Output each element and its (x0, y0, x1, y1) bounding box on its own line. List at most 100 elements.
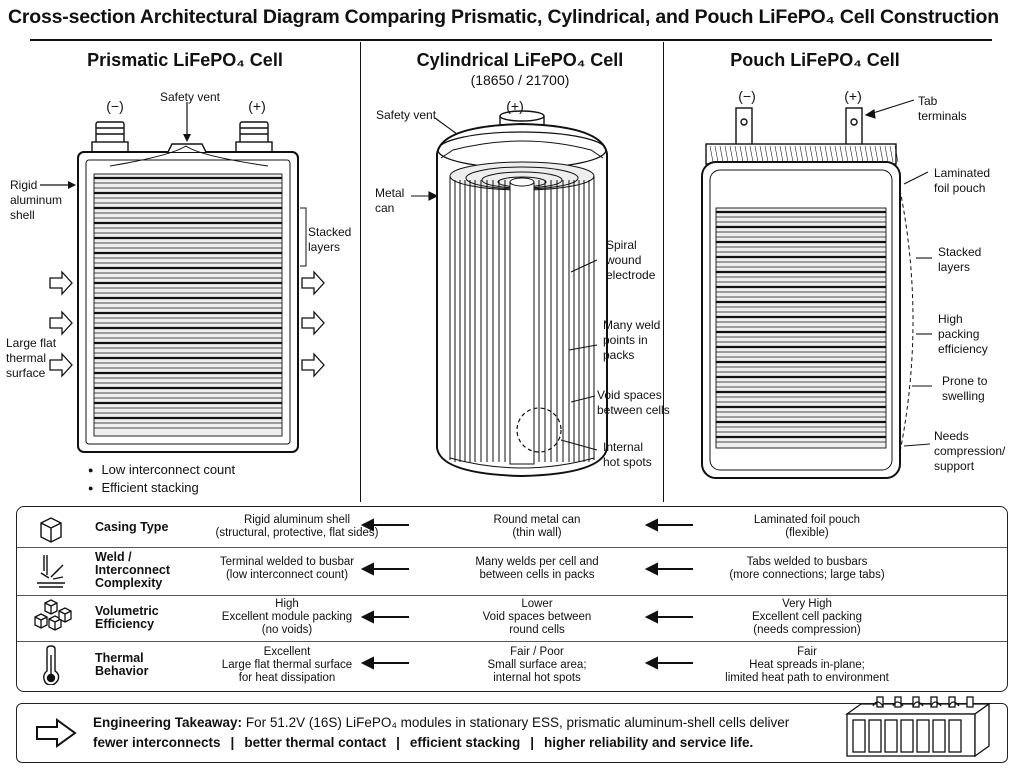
cylindrical-positive-label: (+) (506, 98, 524, 114)
cylindrical-spiral-label: Spiral wound electrode (606, 238, 656, 282)
seal-hatch (834, 145, 839, 163)
seal-hatch (864, 145, 869, 163)
prismatic-thermal-label: Large flat thermal surface (6, 336, 57, 380)
seal-hatch (844, 145, 849, 163)
seal-hatch (709, 145, 714, 163)
pouch-tab-label: Tab terminals (918, 94, 967, 123)
prismatic-stacked-layers (93, 173, 283, 437)
pouch-packing-label: High packing efficiency (938, 312, 988, 356)
seal-hatch (754, 145, 759, 163)
row-header: Volumetric Efficiency (95, 604, 159, 631)
pouch-stacked-layers (715, 207, 887, 449)
takeaway-point: fewer interconnects (93, 735, 221, 750)
battery-module-icon (844, 696, 992, 758)
seal-hatch (829, 145, 834, 163)
cell-prismatic: Excellent Large flat thermal surface for… (221, 646, 353, 684)
seal-hatch (804, 145, 809, 163)
heat-flow-arrows (49, 270, 325, 378)
cell-pouch: Fair Heat spreads in-plane; limited heat… (725, 646, 889, 684)
seal-hatch (764, 145, 769, 163)
seal-hatch (749, 145, 754, 163)
cell-cylindrical: Lower Void spaces between round cells (482, 598, 592, 636)
cylindrical-can-label: Metal can (375, 186, 405, 215)
table-row: Volumetric Efficiency High Excellent mod… (17, 595, 1007, 641)
pouch-swelling-outline (899, 189, 914, 453)
seal-hatch (859, 145, 864, 163)
takeaway-points: fewer interconnects|better thermal conta… (93, 735, 754, 750)
takeaway-point: higher reliability and service life. (543, 735, 754, 750)
thermometer-icon (43, 645, 60, 685)
pouch-stacked-label: Stacked layers (938, 245, 982, 274)
takeaway-point: better thermal contact (244, 735, 387, 750)
seal-hatch (759, 145, 764, 163)
seal-hatch (789, 145, 794, 163)
seal-hatch (819, 145, 824, 163)
prismatic-negative-label: (−) (106, 98, 124, 114)
pouch-panel-title: Pouch LiFePO₄ Cell (730, 50, 900, 70)
seal-hatch (839, 145, 844, 163)
seal-hatch (884, 145, 889, 163)
row-header: Thermal Behavior (95, 651, 149, 678)
cylindrical-spiral-electrode (449, 161, 595, 465)
engineering-takeaway: Engineering Takeaway: For 51.2V (16S) Li… (16, 696, 1008, 763)
comparison-arrows (360, 518, 693, 670)
table-row: Weld / Interconnect Complexity Terminal … (17, 547, 1007, 595)
takeaway-text: For 51.2V (16S) LiFePO₄ modules in stati… (245, 715, 790, 730)
cylindrical-void-label: Void spaces between cells (597, 388, 670, 417)
comparison-table: Casing Type Rigid aluminum shell (struct… (16, 506, 1008, 692)
seal-hatch (794, 145, 799, 163)
prismatic-stacked-label: Stacked layers (308, 225, 352, 254)
seal-hatch (874, 145, 879, 163)
panel-divider-right (663, 42, 664, 502)
cylindrical-panel-title: Cylindrical LiFePO₄ Cell (416, 50, 624, 70)
stacked-cubes-icon (34, 599, 72, 631)
row-header: Weld / Interconnect Complexity (95, 550, 171, 590)
prismatic-shell-label: Rigid aluminum shell (10, 178, 63, 222)
pouch-negative-label: (−) (738, 88, 756, 104)
cell-cylindrical: Fair / Poor Small surface area; internal… (487, 646, 587, 684)
prismatic-bullet: Low interconnect count (88, 462, 235, 477)
takeaway-point: efficient stacking (409, 735, 521, 750)
seal-hatch (714, 145, 719, 163)
weld-spark-icon (37, 555, 65, 588)
seal-hatch (739, 145, 744, 163)
prismatic-safety-vent-label: Safety vent (159, 90, 221, 104)
seal-hatch (769, 145, 774, 163)
takeaway-label: Engineering Takeaway: (93, 715, 243, 730)
table-row-divider (17, 595, 1007, 596)
table-row: Casing Type Rigid aluminum shell (struct… (17, 507, 1007, 547)
cell-pouch: Very High Excellent cell packing (needs … (752, 598, 862, 636)
prismatic-positive-label: (+) (248, 98, 266, 114)
seal-hatch (824, 145, 829, 163)
seal-hatch (719, 145, 724, 163)
cell-cylindrical: Many welds per cell and between cells in… (475, 556, 599, 581)
panel-divider-left (360, 42, 361, 502)
takeaway-line-1: Engineering Takeaway: For 51.2V (16S) Li… (93, 715, 789, 730)
prismatic-bullet: Efficient stacking (88, 480, 198, 495)
row-header: Casing Type (95, 520, 169, 534)
prismatic-cell-illustration (40, 102, 325, 453)
cylindrical-hot-label: Internal hot spots (603, 440, 652, 469)
prismatic-panel-title: Prismatic LiFePO₄ Cell (87, 50, 283, 70)
seal-hatch (784, 145, 789, 163)
prismatic-negative-terminal (91, 121, 129, 155)
pouch-compress-label: Needs compression/ support (934, 429, 1006, 473)
seal-hatch (744, 145, 749, 163)
cell-prismatic: High Excellent module packing (no voids) (221, 598, 353, 636)
seal-hatch (814, 145, 819, 163)
cylindrical-weld-label: Many weld points in packs (603, 318, 661, 362)
seal-hatch (774, 145, 779, 163)
cell-prismatic: Terminal welded to busbar (low interconn… (219, 556, 355, 581)
seal-hatch (799, 145, 804, 163)
pouch-positive-label: (+) (844, 88, 862, 104)
seal-hatch (894, 145, 899, 163)
diagram-title: Cross-section Architectural Diagram Comp… (8, 6, 999, 28)
seal-hatch (849, 145, 854, 163)
prismatic-positive-terminal (235, 121, 273, 155)
seal-hatch (854, 145, 859, 163)
seal-hatch (889, 145, 894, 163)
title-rule (30, 39, 992, 41)
seal-hatch (869, 145, 874, 163)
arrow-right-icon (36, 718, 77, 748)
cell-pouch: Laminated foil pouch (flexible) (753, 514, 861, 539)
